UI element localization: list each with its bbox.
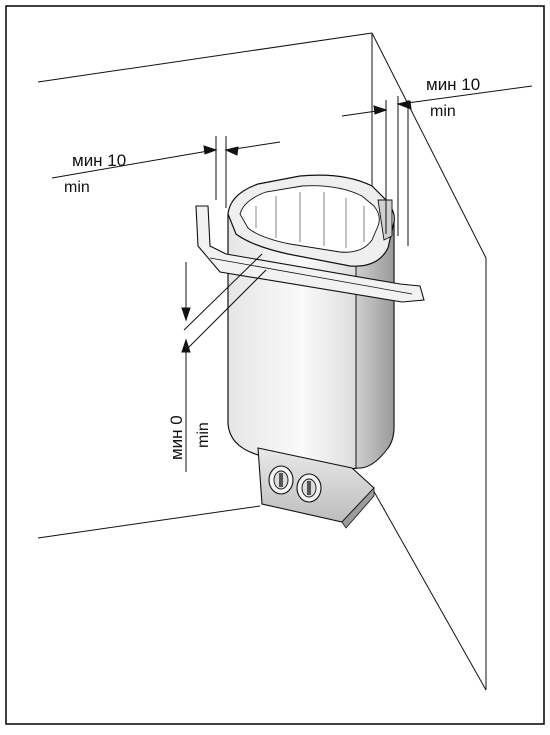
- label-left-top-en: min: [64, 179, 90, 196]
- stone-basket-inner: [239, 185, 380, 253]
- dimension-vertical: [181, 253, 267, 472]
- wall-bottom-left-edge: [37, 505, 261, 539]
- wall-bracket: [377, 199, 393, 241]
- dimension-right-top: [341, 85, 533, 246]
- label-vertical-ru: мин 0: [167, 415, 186, 460]
- label-left-top-ru: мин 10: [72, 151, 126, 170]
- label-right-top-ru: мин 10: [426, 75, 480, 94]
- knob-right-icon: [296, 473, 322, 503]
- label-vertical-en: min: [195, 422, 212, 448]
- dimension-left-top: [51, 136, 281, 208]
- wall-bottom-right-edge: [371, 487, 487, 691]
- sauna-heater: [195, 174, 425, 529]
- wall-top-left-edge: [37, 32, 373, 83]
- outer-border: [5, 5, 545, 725]
- wall-top-right-edge: [371, 32, 487, 259]
- knob-left-icon: [268, 465, 294, 495]
- basket-ribs: [255, 192, 365, 248]
- label-right-top-en: min: [430, 103, 456, 120]
